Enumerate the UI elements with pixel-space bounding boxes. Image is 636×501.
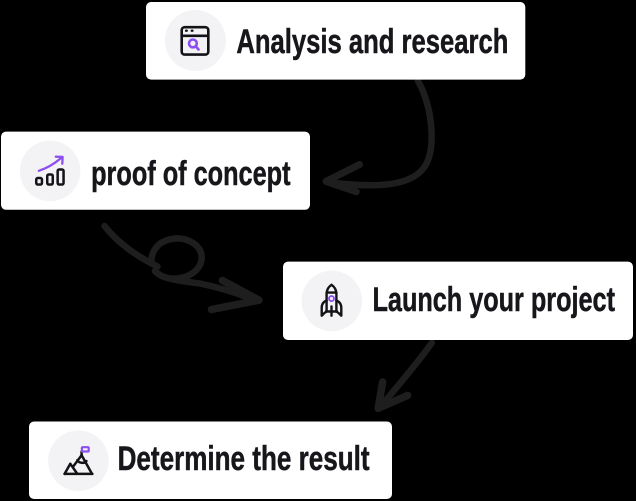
svg-text:Analysis and research: Analysis and research <box>236 23 508 61</box>
svg-text:proof of concept: proof of concept <box>91 155 290 193</box>
svg-text:Determine the result: Determine the result <box>118 440 370 478</box>
svg-text:Launch your project: Launch your project <box>373 281 616 319</box>
